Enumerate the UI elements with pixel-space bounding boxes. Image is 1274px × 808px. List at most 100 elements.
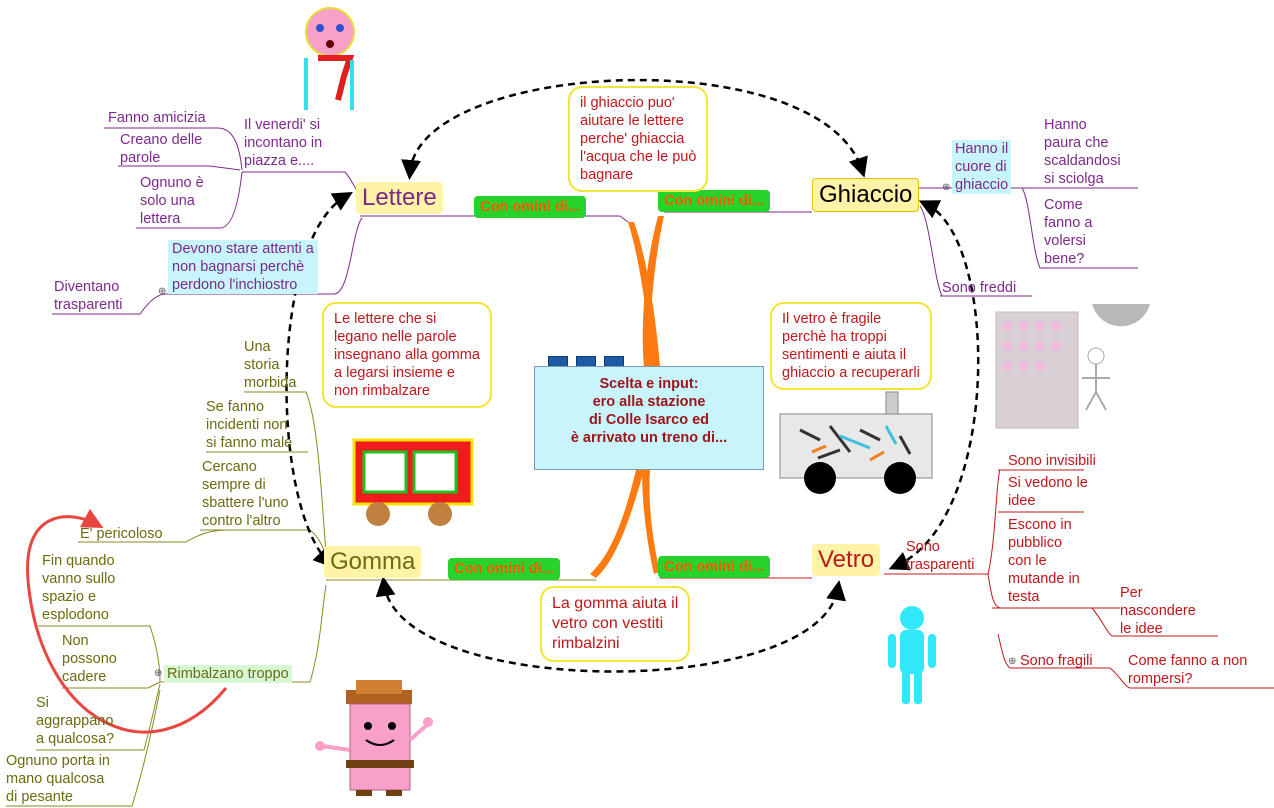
drawing-cyan-figure (888, 606, 936, 704)
text-line: bene? (1044, 251, 1085, 267)
gomma-aggrappano[interactable]: Si aggrappano a qualcosa? (36, 694, 114, 748)
callout-line: Il vetro è fragile (782, 311, 882, 327)
gomma-storia[interactable]: Una storia morbida (244, 338, 296, 392)
text-line: aggrappano (36, 713, 114, 729)
text-line: Ognuno porta in (6, 753, 110, 769)
gomma-incidenti[interactable]: Se fanno incidenti non si fanno male (206, 398, 292, 452)
dashed-arrows (285, 78, 980, 673)
connector-label-lettere[interactable]: Con omini di... (474, 196, 586, 218)
vetro-rompersi[interactable]: Come fanno a non rompersi? (1128, 652, 1247, 688)
ghiaccio-paura[interactable]: Hanno paura che scaldandosi si sciolga (1044, 116, 1121, 188)
vetro-invisibili[interactable]: Sono invisibili (1008, 453, 1096, 469)
central-topic-line: di Colle Isarco ed (588, 412, 710, 428)
text-line: sempre di (202, 477, 266, 493)
text-line: pubblico (1008, 535, 1063, 551)
text-line: Devono stare attenti a (172, 241, 314, 257)
topic-lettere[interactable]: Lettere (356, 182, 443, 214)
text-line: non bagnarsi perchè (172, 259, 305, 275)
callout-ghiaccio-lettere[interactable]: il ghiaccio puo' aiutare le lettere perc… (568, 86, 709, 192)
vetro-sono-trasparenti[interactable]: Sono trasparenti (906, 538, 975, 574)
gomma-pericoloso[interactable]: E' pericoloso (80, 526, 163, 542)
text-line: cuore di (955, 159, 1007, 175)
callout-line: aiutare le lettere (580, 113, 684, 129)
callout-lettere-gomma[interactable]: Le lettere che si legano nelle parole in… (322, 302, 492, 408)
text-line: Hanno il (955, 141, 1009, 157)
callout-vetro-ghiaccio[interactable]: Il vetro è fragile perchè ha troppi sent… (770, 302, 932, 390)
text-line: ghiaccio (955, 177, 1009, 193)
vetro-vedono[interactable]: Si vedono le idee (1008, 474, 1088, 510)
text-line: Per (1120, 585, 1143, 601)
callout-line: ghiaccio a recuperarli (782, 365, 920, 381)
callout-line: rimbalzini (552, 635, 620, 652)
central-topic-line: Scelta e input: (599, 376, 699, 392)
text-line: fanno a (1044, 215, 1093, 231)
callout-line: l'acqua che le può (580, 149, 697, 165)
text-line: trasparenti (906, 557, 975, 573)
text-line: vanno sullo (42, 571, 116, 587)
lettere-attenti[interactable]: Devono stare attenti a non bagnarsi perc… (168, 240, 318, 294)
lettere-lettera[interactable]: Ognuno è solo una lettera (140, 174, 204, 228)
vetro-nascondere[interactable]: Per nascondere le idee (1120, 584, 1196, 638)
text-line: con le (1008, 553, 1047, 569)
lettere-parole[interactable]: Creano delle parole (120, 131, 202, 167)
text-line: le idee (1120, 621, 1163, 637)
gomma-pesante[interactable]: Ognuno porta in mano qualcosa di pesante (6, 752, 110, 806)
gomma-cadere[interactable]: Non possono cadere (62, 632, 117, 686)
orange-spokes (590, 216, 664, 578)
gomma-esplodono[interactable]: Fin quando vanno sullo spazio e esplodon… (42, 552, 115, 624)
expand-icon[interactable]: ⊕ (1008, 656, 1017, 667)
ghiaccio-freddi[interactable]: Sono freddi (942, 280, 1017, 296)
text-line: Si vedono le (1008, 475, 1088, 491)
expand-icon[interactable]: ⊕ (154, 668, 163, 679)
text-line: nascondere (1120, 603, 1196, 619)
connector-label-ghiaccio[interactable]: Con omini di... (658, 190, 770, 212)
red-loop-arrow (26, 508, 228, 734)
callout-gomma-vetro[interactable]: La gomma aiuta il vetro con vestiti rimb… (540, 586, 691, 662)
connector-label-gomma[interactable]: Con omini di... (448, 558, 560, 580)
text-line: sbattere l'uno (202, 495, 289, 511)
vetro-fragili[interactable]: Sono fragili (1020, 653, 1093, 669)
text-line: incidenti non (206, 417, 288, 433)
lettere-amicizia[interactable]: Fanno amicizia (108, 110, 206, 126)
callout-line: perche' ghiaccia (580, 131, 685, 147)
text-line: lettera (140, 211, 181, 227)
topic-ghiaccio[interactable]: Ghiaccio (812, 178, 920, 212)
text-line: Fin quando (42, 553, 115, 569)
text-line: trasparenti (54, 297, 123, 313)
text-line: si sciolga (1044, 171, 1104, 187)
text-line: spazio e (42, 589, 97, 605)
text-line: scaldandosi (1044, 153, 1121, 169)
ghiaccio-cuore[interactable]: Hanno il cuore di ghiaccio (952, 140, 1012, 194)
text-line: paura che (1044, 135, 1109, 151)
drawing-building (995, 304, 1150, 429)
drawing-train-car (352, 438, 474, 526)
text-line: Come (1044, 197, 1083, 213)
text-line: Non (62, 633, 89, 649)
lettere-venerdi[interactable]: Il venerdi' si incontano in piazza e.... (244, 116, 322, 170)
text-line: solo una (140, 193, 195, 209)
topic-gomma[interactable]: Gomma (324, 546, 422, 578)
central-topic-line: ero alla stazione (592, 394, 706, 410)
gomma-rimbalzano[interactable]: Rimbalzano troppo (164, 665, 292, 683)
expand-icon[interactable]: ⊕ (942, 182, 951, 193)
callout-line: vetro con vestiti (552, 615, 664, 632)
text-line: Cercano (202, 459, 257, 475)
text-line: Si (36, 695, 49, 711)
lettere-branches (52, 127, 629, 315)
central-topic[interactable]: Scelta e input: ero alla stazione di Col… (534, 366, 764, 470)
lettere-trasparenti[interactable]: Diventano trasparenti (54, 278, 123, 314)
vetro-escono[interactable]: Escono in pubblico con le mutande in tes… (1008, 516, 1080, 606)
topic-vetro[interactable]: Vetro (812, 544, 881, 576)
text-line: a qualcosa? (36, 731, 115, 747)
ghiaccio-volersi[interactable]: Come fanno a volersi bene? (1044, 196, 1092, 268)
gomma-sbattere[interactable]: Cercano sempre di sbattere l'uno contro … (202, 458, 289, 530)
text-line: storia (244, 357, 280, 373)
text-line: Sono (906, 539, 940, 555)
text-line: si fanno male (206, 435, 293, 451)
text-line: Hanno (1044, 117, 1087, 133)
expand-icon[interactable]: ⊕ (158, 286, 167, 297)
text-line: Il venerdi' si (244, 117, 321, 133)
text-line: esplodono (42, 607, 109, 623)
text-line: Una (244, 339, 271, 355)
connector-label-vetro[interactable]: Con omini di... (658, 556, 770, 578)
